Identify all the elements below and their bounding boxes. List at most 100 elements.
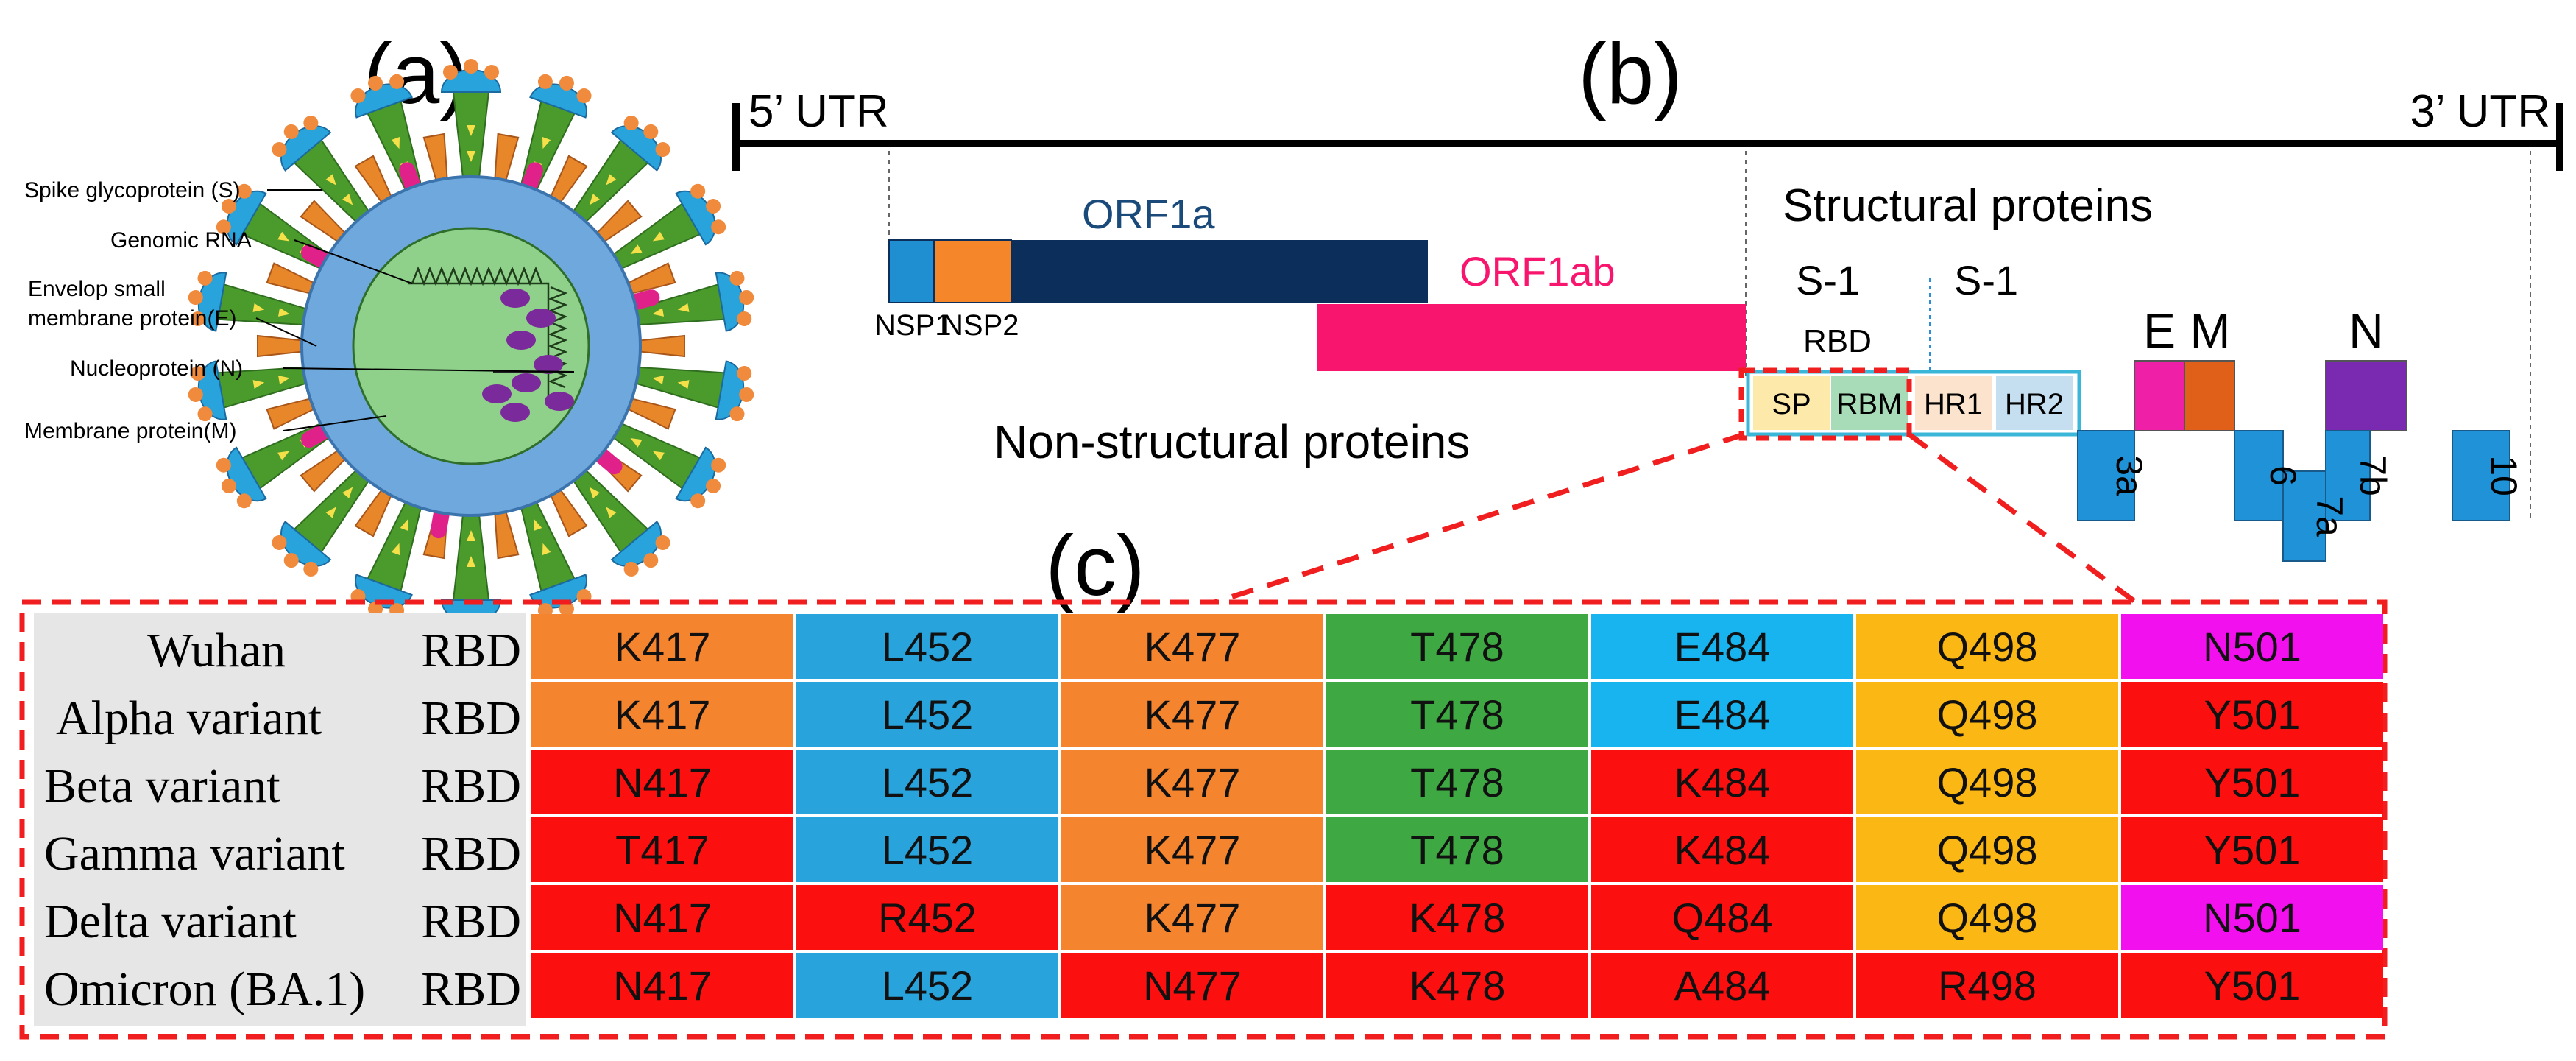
mutation-cell	[1061, 682, 1323, 747]
mutation-cell-label: K417	[615, 624, 711, 670]
variant-name-beta: Beta variant	[44, 759, 280, 813]
accessory-label-3a: 3a	[2109, 455, 2150, 496]
nonstructural-label: Non-structural proteins	[994, 415, 1470, 468]
mutation-cell-label: N417	[613, 962, 712, 1009]
mutation-cell	[1061, 750, 1323, 814]
label-spike-glycoprotein: Spike glycoprotein (S)	[24, 178, 240, 202]
pointer-e-protein	[255, 317, 317, 347]
structural-label: Structural proteins	[1783, 180, 2153, 231]
spike-domain-hr1	[1915, 376, 1992, 430]
m-protein-box	[2184, 360, 2235, 431]
mutation-cell-label: K477	[1144, 895, 1241, 941]
mutation-cell-label: Q498	[1937, 827, 2038, 873]
mutation-cell-label: Q498	[1937, 624, 2038, 670]
mutation-cell	[531, 953, 793, 1018]
mutation-cell-label: Y501	[2204, 827, 2301, 873]
s1-left-label: S-1	[1796, 257, 1860, 303]
mutation-cell	[1061, 885, 1323, 950]
spike-glycoprotein	[272, 464, 374, 577]
mutation-cell-label: N501	[2203, 624, 2301, 670]
mutation-cell	[531, 750, 793, 814]
e-protein-label: E	[2143, 303, 2176, 358]
label-nucleoprotein: Nucleoprotein (N)	[70, 356, 243, 381]
nsp2-segment	[934, 239, 1012, 303]
panel-label-b: (b)	[1578, 26, 1682, 121]
mutation-cell-label: R498	[1938, 962, 2037, 1009]
label-membrane-protein-m: Membrane protein(M)	[24, 419, 236, 443]
spike-glycoprotein	[350, 495, 424, 618]
mutation-cell	[1326, 953, 1588, 1018]
mutation-cell	[1856, 817, 2118, 882]
virion-illustration	[188, 59, 754, 633]
mutation-cell	[1326, 885, 1588, 950]
mutation-cell-label: K477	[1144, 827, 1241, 873]
m-protein-label: M	[2190, 303, 2231, 358]
spike-glycoprotein	[606, 183, 726, 272]
orf1a-label: ORF1a	[1082, 191, 1215, 237]
mutation-cell-label: Y501	[2204, 759, 2301, 806]
accessory-box-7b	[2325, 430, 2371, 521]
variant-name-wuhan: Wuhan	[147, 624, 286, 677]
accessory-label-10: 10	[2483, 455, 2524, 496]
mutation-cell	[2121, 614, 2383, 679]
spike-domain-hr2-label: HR2	[2005, 388, 2064, 420]
nucleoprotein	[526, 309, 556, 328]
variant-row-labels: Wuhan Alpha variant Beta variant Gamma v…	[44, 624, 521, 1016]
mutation-cell	[1591, 885, 1853, 950]
mutation-cell-label: Q498	[1937, 691, 2038, 738]
spike-glycoprotein	[440, 59, 502, 185]
spike-domain-sp-label: SP	[1772, 388, 1811, 420]
variant-label-column	[34, 613, 526, 1026]
mutation-cell-label: E484	[1674, 624, 1771, 670]
mutation-cell	[1856, 953, 2118, 1018]
mutation-cell-label: L452	[882, 691, 974, 738]
label-membrane-protein-e: membrane protein(E)	[28, 306, 236, 331]
mutation-cell-label: T478	[1410, 759, 1504, 806]
mutation-cell	[2121, 682, 2383, 747]
mutation-cell	[1856, 614, 2118, 679]
mutation-cell	[1326, 682, 1588, 747]
variant-name-alpha: Alpha variant	[56, 691, 322, 745]
spike-glycoprotein	[628, 270, 754, 332]
pointer-nucleoprotein	[283, 367, 575, 373]
spike-domain-hr1-label: HR1	[1924, 388, 1983, 420]
spike-glycoprotein	[568, 116, 670, 228]
orf1ab-segment	[1317, 304, 1746, 371]
rbd-tag: RBD	[421, 895, 521, 948]
mutation-cell	[1591, 817, 1853, 882]
mutation-cell-label: N477	[1143, 962, 1242, 1009]
mutation-cell	[531, 682, 793, 747]
nucleoprotein	[500, 403, 530, 422]
rbd-tag: RBD	[421, 759, 521, 813]
mutation-cell-label: T478	[1410, 624, 1504, 670]
rbd-label: RBD	[1803, 323, 1872, 359]
mutation-cell	[1326, 750, 1588, 814]
spike-domain-rbm-label: RBM	[1837, 388, 1903, 420]
nsp1-segment	[888, 239, 934, 303]
callout-line-left	[1213, 431, 1746, 605]
spike-glycoprotein	[272, 116, 374, 228]
mutation-cell-label: Y501	[2204, 962, 2301, 1009]
virion-labels: Spike glycoprotein (S) Genomic RNA Envel…	[24, 178, 575, 443]
mutation-cell	[531, 885, 793, 950]
mutation-cell	[2121, 885, 2383, 950]
mutation-cell-label: E484	[1674, 691, 1771, 738]
rbd-tag: RBD	[421, 962, 521, 1016]
mutation-cell	[531, 817, 793, 882]
mutation-cell	[796, 750, 1058, 814]
accessory-label-7a: 7a	[2309, 496, 2350, 537]
mutation-cell-label: T417	[615, 827, 710, 873]
mutation-cell	[2121, 817, 2383, 882]
mutation-cell	[531, 614, 793, 679]
mutation-cell-label: L452	[882, 962, 974, 1009]
pointer-genomic-rna	[294, 239, 413, 284]
nucleoprotein	[545, 392, 574, 411]
mutation-cell-label: A484	[1674, 962, 1771, 1009]
mutation-cell	[1856, 682, 2118, 747]
nsp1-label: NSP1	[874, 309, 952, 342]
mutation-cell-label: L452	[882, 759, 974, 806]
spike-domain-rbm	[1831, 376, 1908, 430]
utr5-label: 5’ UTR	[749, 86, 889, 137]
